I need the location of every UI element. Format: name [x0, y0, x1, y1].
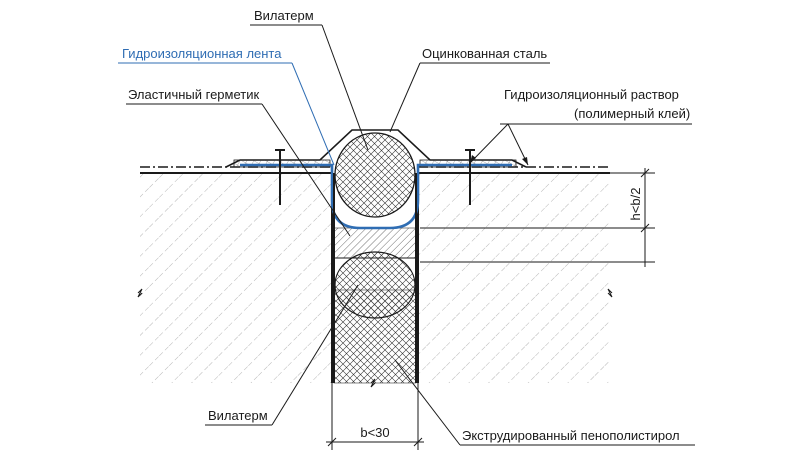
leader-lines — [126, 24, 695, 446]
label-galvanized-steel: Оцинкованная сталь — [422, 46, 547, 61]
label-vilaterm-bottom: Вилатерм — [208, 408, 268, 423]
width-dimension-label: b<30 — [360, 425, 389, 440]
break-marks — [137, 288, 613, 388]
label-extruded-polystyrene: Экструдированный пенополистирол — [462, 428, 680, 443]
label-polymer-glue: (полимерный клей) — [574, 106, 690, 121]
steel-plate-left — [233, 159, 331, 168]
anchor-bolts — [275, 149, 475, 205]
vilaterm-cord-lower — [334, 251, 416, 319]
steel-plate-right — [419, 159, 517, 168]
leader-arrows — [470, 155, 528, 165]
waterproof-tape — [240, 163, 512, 230]
label-waterproof-mortar: Гидроизоляционный раствор — [504, 87, 679, 102]
label-vilaterm-top: Вилатерм — [254, 8, 314, 23]
tape-leader-diagonal — [291, 62, 335, 166]
label-waterproof-tape: Гидроизоляционная лента — [122, 46, 282, 61]
vilaterm-cord-upper — [334, 132, 416, 218]
width-dimension — [326, 383, 424, 450]
concrete-slab-right — [417, 172, 610, 383]
label-elastic-sealant: Эластичный герметик — [128, 87, 259, 102]
height-dimension-label: h<b/2 — [628, 188, 643, 221]
concrete-slab-left — [140, 172, 333, 383]
height-dimension — [420, 168, 655, 267]
